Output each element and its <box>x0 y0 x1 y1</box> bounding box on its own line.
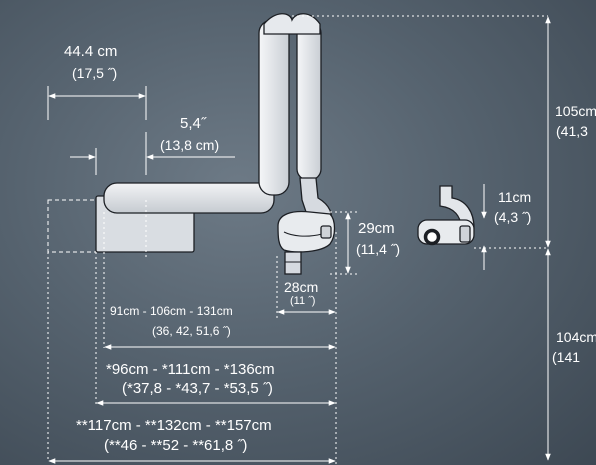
device-illustration <box>47 13 336 275</box>
cone <box>284 251 302 275</box>
head-width-cm-label: 28cm <box>284 279 319 295</box>
arm-top-cap <box>263 13 321 35</box>
head-height-cm-label: 29cm <box>358 220 395 237</box>
dimension-lines <box>47 15 551 465</box>
tube-head <box>277 210 336 253</box>
sensor-depth-inch-label: (4,3 ˝) <box>494 209 532 225</box>
upper-height-inch-label: (41,3 <box>556 123 588 139</box>
sensor-illustration <box>417 185 475 246</box>
vertical-arm-left <box>258 19 290 196</box>
mount-outline <box>47 199 97 253</box>
upper-height-cm-label: 105cm <box>555 103 596 119</box>
sensor-lens-icon <box>423 228 441 246</box>
reach-3-cm-label: **117cm - **132cm - **157cm <box>76 417 272 434</box>
horizontal-arm <box>103 182 275 214</box>
reach-2-inch-label: (*37,8 - *43,7 - *53,5 ˝) <box>122 380 273 397</box>
reach-1-inch-label: (36, 42, 51,6 ˝) <box>152 324 231 338</box>
vertical-arm-right <box>296 21 322 181</box>
head-height-inch-label: (11,4 ˝) <box>356 241 401 257</box>
reach-1-cm-label: 91cm - 106cm - 131cm <box>110 304 233 318</box>
arm-offset-cm-label: (13,8 cm) <box>160 137 220 153</box>
sensor-depth-cm-label: 11cm <box>498 189 532 205</box>
reach-2-cm-label: *96cm - *111cm - *136cm <box>106 361 275 378</box>
arm-width-inch-label: (17,5 ˝) <box>72 65 118 81</box>
head-width-inch-label: (11 ˝) <box>290 295 316 307</box>
reach-3-inch-label: (**46 - **52 - **61,8 ˝) <box>104 437 248 454</box>
arm-width-cm-label: 44.4 cm <box>64 43 118 60</box>
arm-offset-inch-label: 5,4˝ <box>180 115 206 132</box>
lower-height-inch-label: (141 <box>552 349 581 365</box>
tube-head-port <box>320 225 332 239</box>
lower-height-cm-label: 104cm <box>556 329 596 345</box>
